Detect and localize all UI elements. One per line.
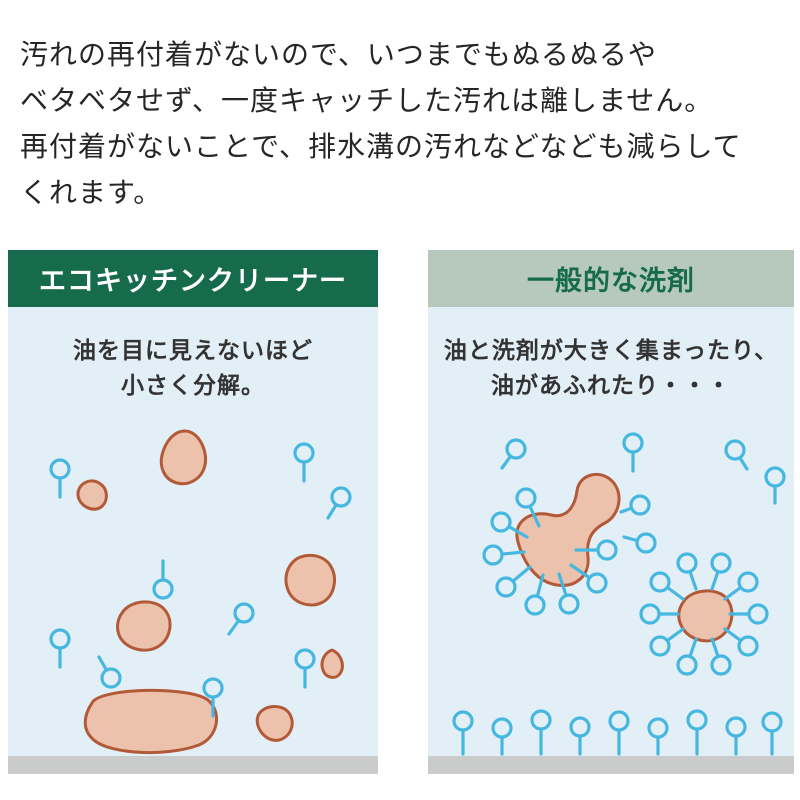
panel-eco-header: エコキッチンクリーナー [8,250,378,307]
surfactant-molecule [227,602,255,636]
surfactant-molecule [490,511,529,539]
surfactant-molecule [639,603,680,625]
oil-blob [159,429,208,486]
surfactant-molecule [515,487,541,528]
panel-eco-bottom-strip [8,756,378,774]
surfactant-molecule [574,539,618,561]
surfactant-molecule [608,710,630,756]
intro-line-2: ベタベタせず、一度キャッチした汚れは離しません。 [20,85,714,116]
oil-blob [284,553,336,607]
intro-line-3: 再付着がないことで、排水溝の汚れなどなども減らして [20,131,742,162]
surfactant-molecule [97,655,122,689]
oil-blob-large [515,472,621,587]
general-illustration [452,432,786,756]
desc-line: 油と洗剤が大きく集まったり、 [443,337,779,363]
oil-blob-large [677,589,734,643]
surfactant-molecule [524,573,546,616]
oil-blob [255,705,294,742]
surfactant-molecule [495,565,532,598]
panel-general-description: 油と洗剤が大きく集まったり、 油があふれたり・・・ [428,333,794,403]
surfactant-molecule [710,637,732,676]
surfactant-molecule [293,442,315,483]
surfactant-molecule [647,717,669,756]
oil-blob [83,688,219,755]
surfactant-molecule [49,458,71,499]
surfactant-molecule [619,494,651,516]
surfactant-molecule [500,438,527,470]
panel-eco-cleaner: エコキッチンクリーナー [8,250,378,774]
intro-line-1: 汚れの再付着がないので、いつまでもぬるぬるや [20,39,657,70]
surfactant-molecule [724,439,749,471]
desc-line: 小さく分解。 [121,372,265,398]
surfactant-molecule [761,711,783,756]
surfactant-molecule [725,716,747,756]
oil-blob [320,648,344,679]
surfactant-molecule [530,709,552,756]
surfactant-molecule [622,432,644,473]
intro-line-4: くれます。 [20,177,163,208]
surfactant-molecule [710,552,732,591]
panel-eco-description: 油を目に見えないほど 小さく分解。 [8,333,378,403]
surfactant-molecule [723,571,759,601]
surfactant-molecule [676,637,698,676]
panel-general-header: 一般的な洗剤 [428,250,794,307]
surfactant-molecule [728,603,769,625]
eco-illustration [49,429,352,755]
panel-eco-body: 油を目に見えないほど 小さく分解。 [8,307,378,774]
comparison-panels: エコキッチンクリーナー [0,250,800,774]
surfactant-molecule [569,563,608,594]
panel-general-detergent: 一般的な洗剤 [428,250,794,774]
surfactant-molecule [202,677,224,718]
surfactant-molecule [482,544,526,566]
surfactant-molecule [491,717,513,756]
oil-blob [76,479,108,511]
surfactant-molecule [649,627,685,657]
surfactant-molecule [294,648,316,689]
panel-general-bottom-strip [428,756,794,774]
surfactant-molecule [676,552,698,591]
surfactant-molecule [49,628,71,669]
surfactant-molecule [557,572,580,615]
surfactant-molecule [452,710,474,756]
surfactant-molecule [723,627,759,657]
surfactant-molecule [764,466,786,505]
surfactant-molecule [569,716,591,756]
surfactant-molecule [686,709,708,756]
desc-line: 油を目に見えないほど [73,337,313,363]
surfactant-molecule [152,559,174,600]
desc-line: 油があふれたり・・・ [491,372,731,398]
surfactant-molecule [622,532,657,554]
intro-text: 汚れの再付着がないので、いつまでもぬるぬるや ベタベタせず、一度キャッチした汚れ… [0,0,800,216]
oil-blob [116,600,172,652]
surfactant-molecule [649,571,685,601]
panel-general-body: 油と洗剤が大きく集まったり、 油があふれたり・・・ [428,307,794,774]
surfactant-molecule [326,486,352,520]
